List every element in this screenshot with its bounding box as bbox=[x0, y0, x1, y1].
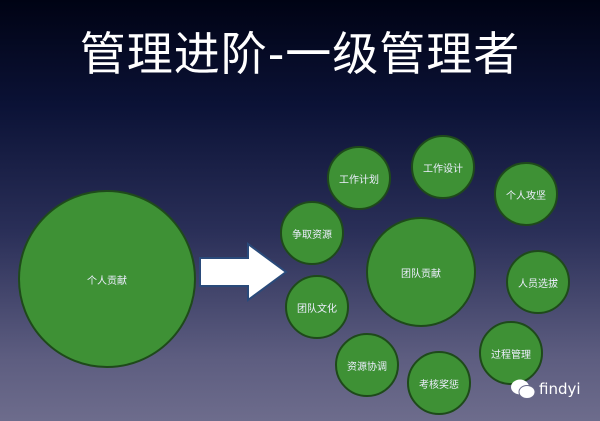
circle-assessment-rewards: 考核奖惩 bbox=[407, 351, 471, 415]
circle-process-management: 过程管理 bbox=[479, 321, 543, 385]
circle-label: 团队贡献 bbox=[401, 268, 441, 280]
circle-label: 争取资源 bbox=[292, 229, 332, 241]
circle-team-contribution: 团队贡献 bbox=[366, 217, 476, 327]
circle-label: 个人攻坚 bbox=[506, 190, 546, 202]
circle-team-culture: 团队文化 bbox=[285, 275, 349, 339]
circle-work-plan: 工作计划 bbox=[327, 146, 391, 210]
circle-resource-coordination: 资源协调 bbox=[335, 333, 399, 397]
watermark: findyi bbox=[510, 378, 581, 400]
circle-label: 工作计划 bbox=[339, 174, 379, 186]
circle-label: 考核奖惩 bbox=[419, 379, 459, 391]
slide-title: 管理进阶-一级管理者 bbox=[79, 27, 521, 81]
circle-get-resources: 争取资源 bbox=[280, 201, 344, 265]
circle-label: 过程管理 bbox=[491, 349, 531, 361]
wechat-icon bbox=[511, 379, 536, 399]
circle-label: 人员选拔 bbox=[518, 278, 558, 290]
circle-individual-contribution: 个人贡献 bbox=[18, 190, 196, 368]
circle-label: 资源协调 bbox=[347, 361, 387, 373]
circle-staff-selection: 人员选拔 bbox=[506, 250, 570, 314]
circle-label: 个人贡献 bbox=[87, 275, 127, 287]
circle-label: 工作设计 bbox=[423, 163, 463, 175]
arrow-right-icon bbox=[199, 242, 288, 302]
circle-work-design: 工作设计 bbox=[411, 135, 475, 199]
circle-personal-tackle: 个人攻坚 bbox=[494, 162, 558, 226]
watermark-text: findyi bbox=[539, 380, 581, 398]
circle-label: 团队文化 bbox=[297, 303, 337, 315]
